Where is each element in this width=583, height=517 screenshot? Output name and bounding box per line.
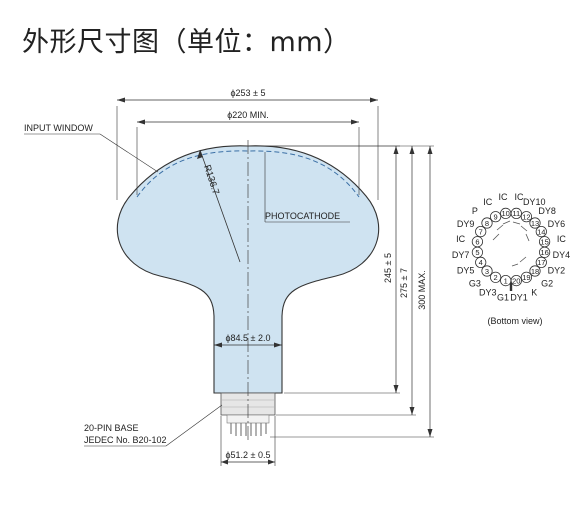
pin-number: 13	[531, 219, 539, 228]
pin-number: 2	[494, 273, 498, 282]
pin-number: 15	[540, 238, 548, 247]
pin-19	[520, 271, 533, 283]
pin-17	[535, 256, 547, 268]
pin-12	[520, 211, 533, 223]
pin-label: DY2	[548, 265, 566, 275]
pin-number: 7	[479, 227, 483, 236]
input-window-arc	[136, 150, 360, 198]
dim-300-label: 300 MAX.	[417, 270, 427, 310]
pin-number: 4	[479, 258, 483, 267]
pin-label: G3	[469, 278, 481, 288]
pin-16	[538, 246, 551, 258]
base-label-line1: 20-PIN BASE	[84, 423, 139, 433]
input-window-label: INPUT WINDOW	[24, 123, 93, 133]
pin-label: DY4	[553, 250, 571, 260]
pin-7	[475, 226, 487, 238]
pin-2	[489, 271, 502, 283]
pin-label: G1	[497, 293, 509, 303]
pin-label: P	[472, 206, 478, 216]
pin-13	[529, 217, 541, 229]
base-leader	[165, 404, 223, 447]
dim-84-label: ϕ84.5 ± 2.0	[225, 333, 270, 343]
pin-11	[510, 207, 522, 219]
pin-number: 11	[512, 209, 520, 218]
pin-label: IC	[557, 234, 567, 244]
dim-51-label: ϕ51.2 ± 0.5	[225, 450, 270, 460]
pin-label: DY6	[548, 219, 566, 229]
pin-number: 16	[540, 248, 548, 257]
dim-245-label: 245 ± 5	[383, 253, 393, 283]
dim-253-label: ϕ253 ± 5	[230, 88, 265, 98]
pin-20	[510, 274, 522, 287]
pin-6	[471, 236, 483, 248]
pin-18	[529, 265, 541, 277]
pin-number: 3	[485, 267, 489, 276]
pin-label: DY5	[457, 265, 475, 275]
pin-label: K	[531, 288, 537, 298]
pin-number: 14	[537, 227, 545, 236]
pin-3	[481, 265, 493, 277]
pin-label: DY1	[510, 293, 528, 303]
pin-number: 19	[522, 273, 530, 282]
base-label-line2: JEDEC No. B20-102	[84, 435, 167, 445]
pin-label: IC	[483, 197, 493, 207]
pin-label: IC	[499, 192, 509, 202]
dim-220-label: ϕ220 MIN.	[227, 110, 269, 120]
pin-label: DY8	[538, 206, 556, 216]
base-pins	[230, 423, 267, 436]
radius-line	[199, 149, 241, 263]
pin-4	[475, 256, 487, 268]
bottom-view-label: (Bottom view)	[487, 316, 542, 326]
pin-label: G2	[541, 278, 553, 288]
pin-number: 10	[502, 209, 510, 218]
pin-label: IC	[515, 192, 525, 202]
pin-number: 12	[522, 213, 530, 222]
pin-label: DY9	[457, 219, 475, 229]
dim-275-label: 275 ± 7	[399, 268, 409, 298]
pin-label: IC	[456, 234, 466, 244]
page-title: 外形尺寸图（单位：mm）	[22, 27, 351, 58]
pin-number: 6	[475, 238, 479, 247]
photocathode-label: PHOTOCATHODE	[265, 211, 340, 221]
pin-label: DY3	[479, 288, 497, 298]
pin-number: 8	[485, 219, 489, 228]
pin-number: 1	[504, 276, 508, 285]
pin-number: 5	[475, 248, 479, 257]
pin-8	[481, 217, 493, 229]
pin-number: 17	[537, 258, 545, 267]
pin-number: 18	[531, 267, 539, 276]
pin-label: DY10	[523, 197, 546, 207]
input-window-leader	[99, 133, 159, 173]
pin-label: DY7	[452, 250, 470, 260]
pin-14	[535, 226, 547, 238]
pin-number: 9	[494, 213, 498, 222]
pin-number: 20	[512, 276, 520, 285]
pin-9	[489, 211, 502, 223]
